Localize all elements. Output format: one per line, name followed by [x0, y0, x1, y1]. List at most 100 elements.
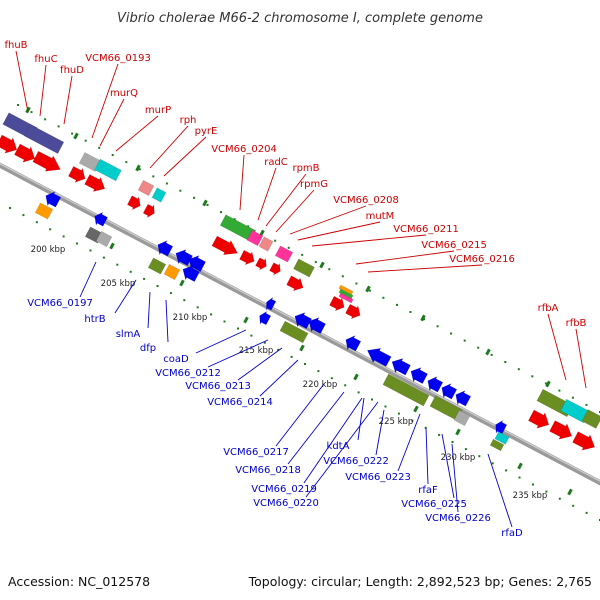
- label-reverse: VCM66_0214: [207, 397, 273, 408]
- label-reverse: VCM66_0197: [27, 298, 93, 309]
- track-dot: [409, 311, 412, 313]
- gene-forward-arrow: [211, 235, 238, 256]
- gene-reverse-arrow: [427, 375, 444, 393]
- gene-forward-arrow: [239, 249, 255, 266]
- track-dot: [397, 412, 400, 415]
- gene-reverse-arrow: [366, 348, 392, 367]
- track-dot: [330, 377, 333, 380]
- track-dot: [301, 253, 304, 256]
- label-reverse: VCM66_0220: [253, 498, 319, 509]
- label-leader-reverse: [287, 391, 345, 465]
- track-dot: [382, 296, 385, 299]
- track-dot: [287, 246, 290, 249]
- track-dot: [250, 334, 253, 337]
- track-dot: [30, 111, 33, 114]
- track-dot: [463, 339, 466, 342]
- label-forward: VCM66_0208: [333, 195, 399, 206]
- gene-rfb: [581, 409, 600, 429]
- label-leader-forward: [115, 115, 159, 152]
- gene-forward-arrow: [269, 262, 281, 276]
- label-reverse: rfaD: [501, 528, 523, 539]
- tick-label: 235 kbp: [513, 491, 548, 501]
- track-dot: [125, 161, 128, 164]
- gene-rfaD-part: [489, 438, 505, 452]
- label-leader-reverse: [451, 443, 459, 513]
- track-dot: [129, 270, 132, 273]
- track-dot: [220, 211, 222, 214]
- label-leader-reverse: [237, 347, 283, 381]
- label-forward: VCM66_0193: [85, 53, 151, 64]
- label-leader-forward: [297, 221, 381, 241]
- map-title: Vibrio cholerae M66-2 chromosome I, comp…: [117, 11, 483, 26]
- label-leader-reverse: [207, 339, 269, 368]
- label-leader-reverse: [487, 453, 513, 528]
- label-forward: fhuB: [4, 40, 27, 51]
- gene-reverse-arrow: [94, 211, 109, 227]
- gene-forward-arrow: [13, 143, 36, 163]
- feature-tracks: [0, 104, 600, 521]
- track-tick: [455, 428, 461, 436]
- track-tick: [567, 488, 573, 496]
- gene-rfaD: [494, 431, 510, 445]
- label-reverse: VCM66_0217: [223, 447, 289, 458]
- tick-label: 230 kbp: [441, 453, 476, 463]
- track-dot: [357, 391, 360, 394]
- label-reverse: VCM66_0223: [345, 472, 411, 483]
- label-leader-forward: [575, 328, 587, 389]
- track-dot: [464, 448, 467, 451]
- label-leader-reverse: [441, 433, 455, 499]
- track-dot: [9, 207, 11, 209]
- track-dot: [436, 325, 439, 328]
- gene-forward-arrow: [142, 203, 155, 219]
- label-forward: pyrE: [195, 126, 218, 137]
- track-tick: [517, 462, 523, 470]
- gene-forward-arrow: [255, 257, 267, 271]
- track-dot: [206, 204, 209, 206]
- tick-label: 210 kbp: [173, 313, 208, 323]
- gene-reverse-arrow: [188, 255, 207, 273]
- label-reverse: rfaF: [418, 485, 438, 496]
- label-leader-forward: [63, 75, 73, 125]
- gene-reverse-arrow: [294, 312, 313, 330]
- tick-label: 225 kbp: [379, 417, 414, 427]
- gene-slmA: [95, 230, 113, 248]
- track-dot: [263, 341, 266, 344]
- track-dot: [116, 263, 119, 266]
- track-dot: [478, 455, 481, 458]
- gene-reverse-arrow: [410, 367, 429, 385]
- gene-murP: [137, 179, 155, 197]
- label-forward: murQ: [110, 88, 138, 99]
- label-forward: mutM: [366, 211, 395, 222]
- label-reverse: VCM66_0222: [323, 456, 389, 467]
- track-dot: [156, 285, 159, 287]
- track-dot: [317, 370, 320, 373]
- label-forward: VCM66_0215: [421, 240, 487, 251]
- label-reverse: VCM66_0218: [235, 465, 301, 476]
- label-reverse: VCM66_0225: [401, 499, 467, 510]
- label-leader-forward: [91, 63, 119, 139]
- track-dot: [531, 375, 534, 378]
- label-leader-reverse: [303, 397, 363, 484]
- track-dot: [102, 256, 105, 259]
- tick-label: 200 kbp: [31, 245, 66, 255]
- track-dot: [304, 363, 306, 365]
- label-leader-reverse: [305, 401, 379, 498]
- track-dot: [504, 361, 507, 363]
- track-dot: [290, 355, 293, 358]
- label-leader-forward: [39, 64, 47, 117]
- gene-forward-arrow: [126, 195, 141, 211]
- track-dot: [237, 327, 239, 330]
- label-forward: fhuC: [34, 54, 57, 65]
- gene-reverse-arrow: [455, 389, 472, 407]
- track-tick: [259, 229, 265, 237]
- label-reverse: htrB: [84, 314, 105, 325]
- label-reverse: dfp: [140, 343, 156, 354]
- track-dot: [165, 182, 168, 185]
- track-dot: [71, 132, 74, 135]
- gene-reverse-arrow: [308, 317, 327, 335]
- track-dot: [193, 196, 195, 199]
- gene-forward-arrow: [84, 174, 106, 192]
- track-dot: [368, 289, 371, 292]
- track-dot: [411, 419, 414, 422]
